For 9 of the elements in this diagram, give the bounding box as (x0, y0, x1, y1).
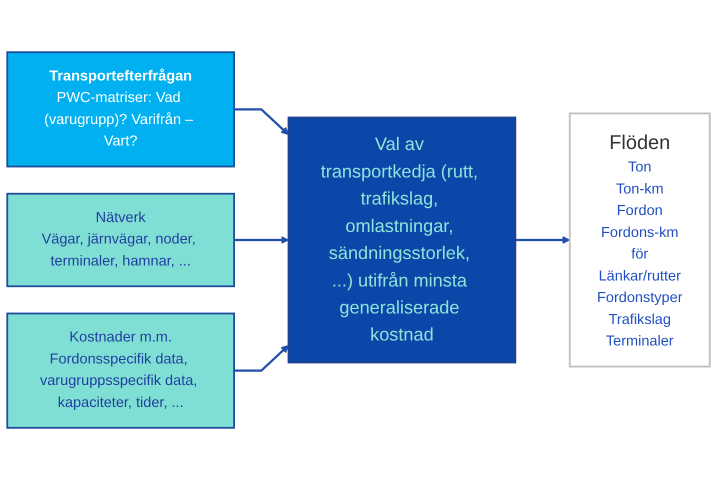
node-box: Flöden Ton Ton-km Fordon Fordons-km för Länkar/rutter Fordonstyper Trafikslag Terminaler (568, 112, 711, 368)
arrow (234, 345, 289, 372)
arrow (515, 236, 570, 244)
node-box: Transportefterfrågan PWC-matriser: Vad (varugrupp)? Varifrån – Vart? (6, 51, 235, 168)
node-box: Nätverk Vägar, järnvägar, noder, terminaler, hamnar, ... (6, 192, 235, 288)
arrow (234, 108, 289, 135)
node-box: Val av transportkedja (rutt, trafikslag, omlastningar, sändningsstorlek, ...) utifrån minsta generaliserade kostnad (288, 116, 516, 364)
node-box: Kostnader m.m. Fordonsspecifik data, varugruppsspecifik data, kapaciteter, tider, ... (6, 312, 235, 429)
arrow (234, 236, 289, 244)
